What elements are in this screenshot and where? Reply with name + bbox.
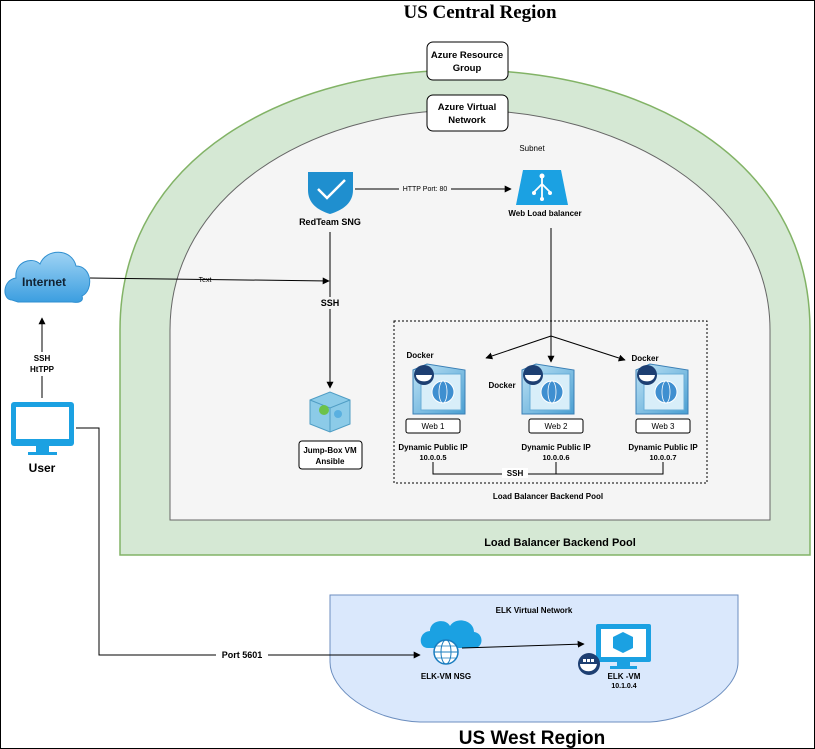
docker-label: Docker xyxy=(488,381,515,390)
user-label: User xyxy=(29,461,56,475)
virtual-network-label-line1: Azure Virtual xyxy=(438,102,496,113)
web-name-label: Web 1 xyxy=(422,422,446,431)
docker-icon xyxy=(414,365,434,385)
edge-internet-text-label: Text xyxy=(199,277,212,284)
subnet-label: Subnet xyxy=(519,144,545,153)
docker-icon xyxy=(637,365,657,385)
virtual-network-label-line2: Network xyxy=(448,115,486,126)
jumpbox-label-line1: Jump-Box VM xyxy=(303,446,357,455)
docker-icon xyxy=(523,365,543,385)
outer-pool-label: Load Balancer Backend Pool xyxy=(484,537,636,549)
load-balancer-icon xyxy=(516,170,568,205)
jumpbox-label-box xyxy=(298,440,363,470)
web-ip-label: Dynamic Public IP xyxy=(521,443,591,452)
elk-nsg-label: ELK-VM NSG xyxy=(421,672,471,681)
redteam-nsg-label: RedTeam SNG xyxy=(299,217,361,227)
edge-webs-ssh xyxy=(432,462,664,475)
edge-nsg-to-jumpbox-label: SSH xyxy=(321,298,340,308)
resource-group-label-line1: Azure Resource xyxy=(431,50,503,61)
edge-user-internet-label-line2: HtTPP xyxy=(30,365,55,374)
load-balancer-label: Web Load balancer xyxy=(508,209,581,218)
resource-group-box xyxy=(426,41,509,81)
internet-cloud-icon xyxy=(4,251,91,303)
shield-icon xyxy=(308,172,353,214)
central-region-title: US Central Region xyxy=(403,2,556,23)
web-name-box xyxy=(635,418,691,434)
elk-vm-label: ELK -VM xyxy=(608,672,641,681)
edge-nsg-to-lb-label: HTTP Port: 80 xyxy=(403,186,448,193)
virtual-network-box xyxy=(426,94,509,132)
edge-internet-to-ssh xyxy=(89,277,330,285)
elk-docker-icon xyxy=(578,653,600,675)
west-region-title: US West Region xyxy=(459,728,605,749)
web-ip-value: 10.0.0.7 xyxy=(649,453,676,462)
docker-label: Docker xyxy=(406,351,433,360)
elk-nsg-cloud-icon xyxy=(420,620,482,665)
web-name-box xyxy=(405,418,461,434)
elk-vm-ip: 10.1.0.4 xyxy=(611,683,636,690)
internet-label: Internet xyxy=(22,275,66,289)
web-name-label: Web 3 xyxy=(652,422,676,431)
edge-user-to-elk-label: Port 5601 xyxy=(222,650,263,660)
inner-pool-label: Load Balancer Backend Pool xyxy=(493,492,603,501)
elk-vm-monitor-icon xyxy=(596,624,651,669)
docker-label: Docker xyxy=(631,354,658,363)
web-ip-value: 10.0.0.5 xyxy=(419,453,446,462)
web-name-box xyxy=(528,418,584,434)
edge-lb-to-web1 xyxy=(485,335,552,360)
edge-elk-nsg-to-vm xyxy=(461,640,585,649)
web-ip-label: Dynamic Public IP xyxy=(398,443,468,452)
web-ip-value: 10.0.0.6 xyxy=(542,453,569,462)
edge-user-internet-label-line1: SSH xyxy=(34,354,51,363)
web-name-label: Web 2 xyxy=(545,422,569,431)
jumpbox-label-line2: Ansible xyxy=(316,457,345,466)
edge-lb-to-web3 xyxy=(550,335,626,362)
user-monitor-icon xyxy=(11,402,74,455)
elk-network-label: ELK Virtual Network xyxy=(496,606,573,615)
jumpbox-vm-icon xyxy=(309,391,351,433)
resource-group-label-line2: Group xyxy=(453,63,482,74)
web-ip-label: Dynamic Public IP xyxy=(628,443,698,452)
edge-webs-ssh-label: SSH xyxy=(507,469,524,478)
